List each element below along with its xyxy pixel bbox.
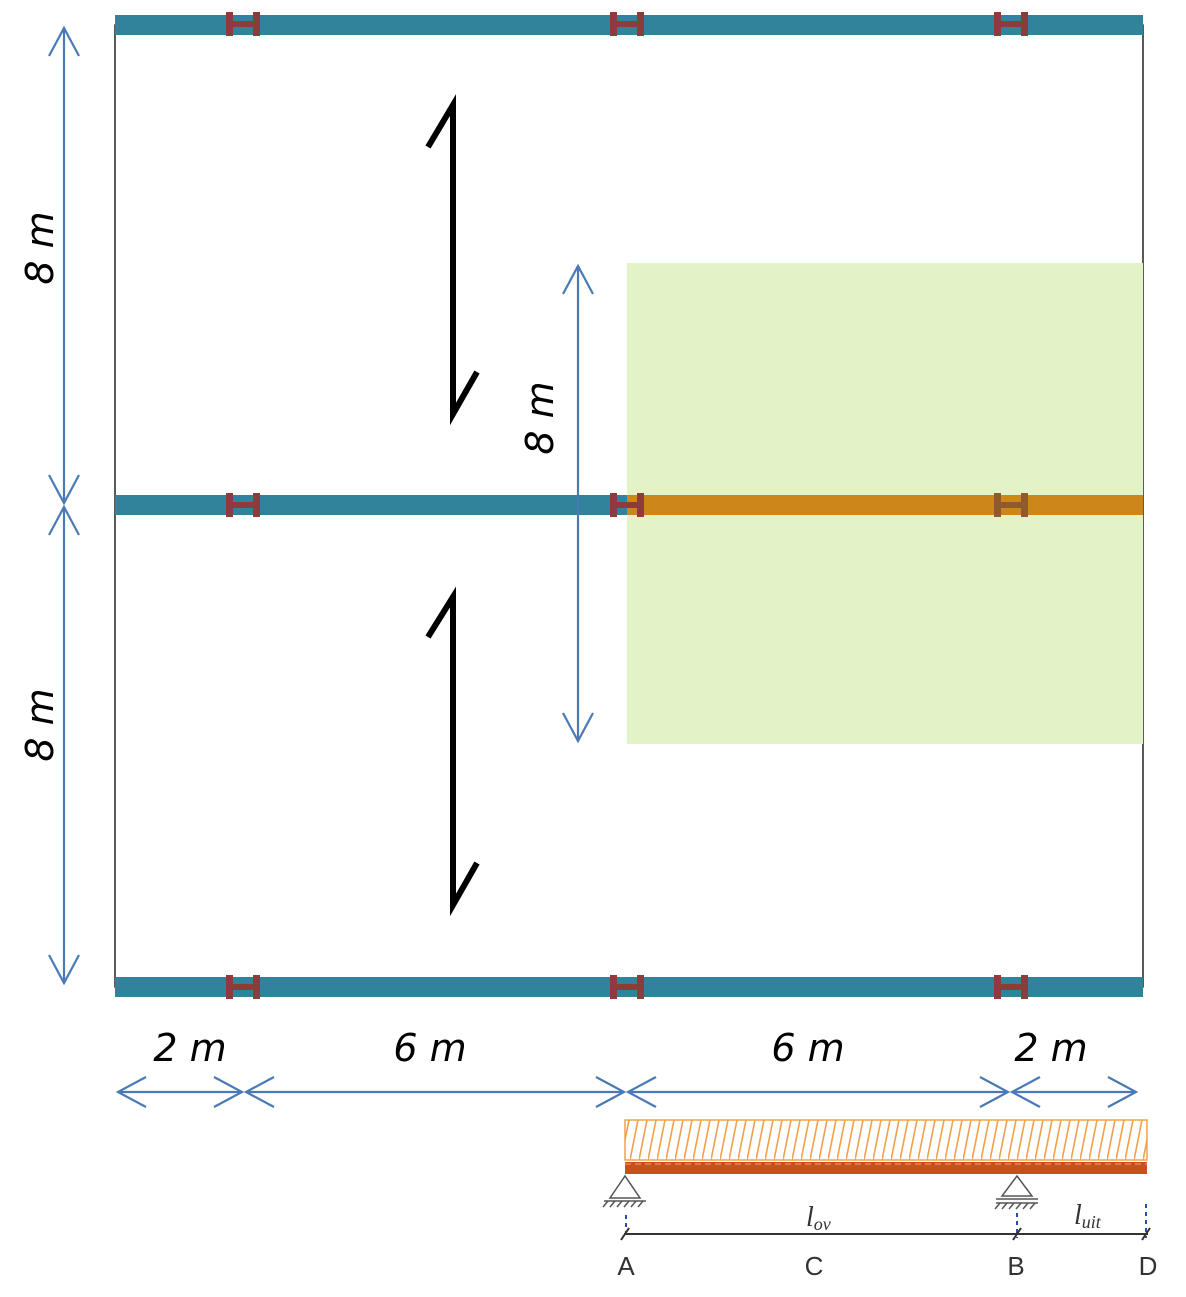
dimension-arrow-bottom-1 [115,1076,245,1108]
beam-bar [625,1162,1147,1174]
span-label-overhang: luit [1074,1200,1102,1232]
column-middle-1 [226,493,260,517]
column-bottom-2 [610,975,644,999]
dimension-label-bottom-3: 6 m [771,1026,844,1070]
dimension-label-inner: 8 m [518,381,562,454]
column-top-3 [994,12,1028,36]
span-direction-icon-upper [425,94,480,426]
span-main-subscript: ov [814,1214,831,1234]
dimension-label-left-upper: 8 m [18,211,62,284]
dimension-label-bottom-4: 2 m [1014,1026,1087,1070]
dimension-arrow-inner [562,263,594,744]
distributed-load [624,1119,1148,1161]
beam-scheme: lov luit A C B D [602,1119,1158,1281]
dimension-arrow-left-upper [48,25,80,506]
dimension-label-left-lower: 8 m [18,688,62,761]
column-bottom-3 [994,975,1028,999]
pinned-support-icon [602,1174,646,1208]
span-direction-icon-lower [425,586,480,917]
point-label-b: B [1007,1251,1024,1281]
roller-support-icon [994,1174,1038,1210]
dimension-arrow-bottom-3 [625,1076,1011,1108]
point-label-c: C [805,1251,824,1281]
middle-beam-right [627,495,1143,515]
span-overhang-letter: l [1074,1200,1082,1231]
column-bottom-1 [226,975,260,999]
column-top-2 [610,12,644,36]
point-label-d: D [1139,1251,1158,1281]
dimension-label-bottom-1: 2 m [153,1026,226,1070]
dimension-arrow-left-lower [48,504,80,986]
column-middle-3 [994,493,1028,517]
point-label-a: A [617,1251,635,1281]
dimension-arrow-bottom-4 [1009,1076,1139,1108]
middle-beam-left [115,495,627,515]
column-middle-2 [610,493,644,517]
span-main-letter: l [806,1202,814,1233]
dimension-label-bottom-2: 6 m [393,1026,466,1070]
span-label-main: lov [806,1202,831,1234]
dimension-arrow-bottom-2 [243,1076,627,1108]
column-top-1 [226,12,260,36]
span-overhang-subscript: uit [1082,1212,1102,1232]
